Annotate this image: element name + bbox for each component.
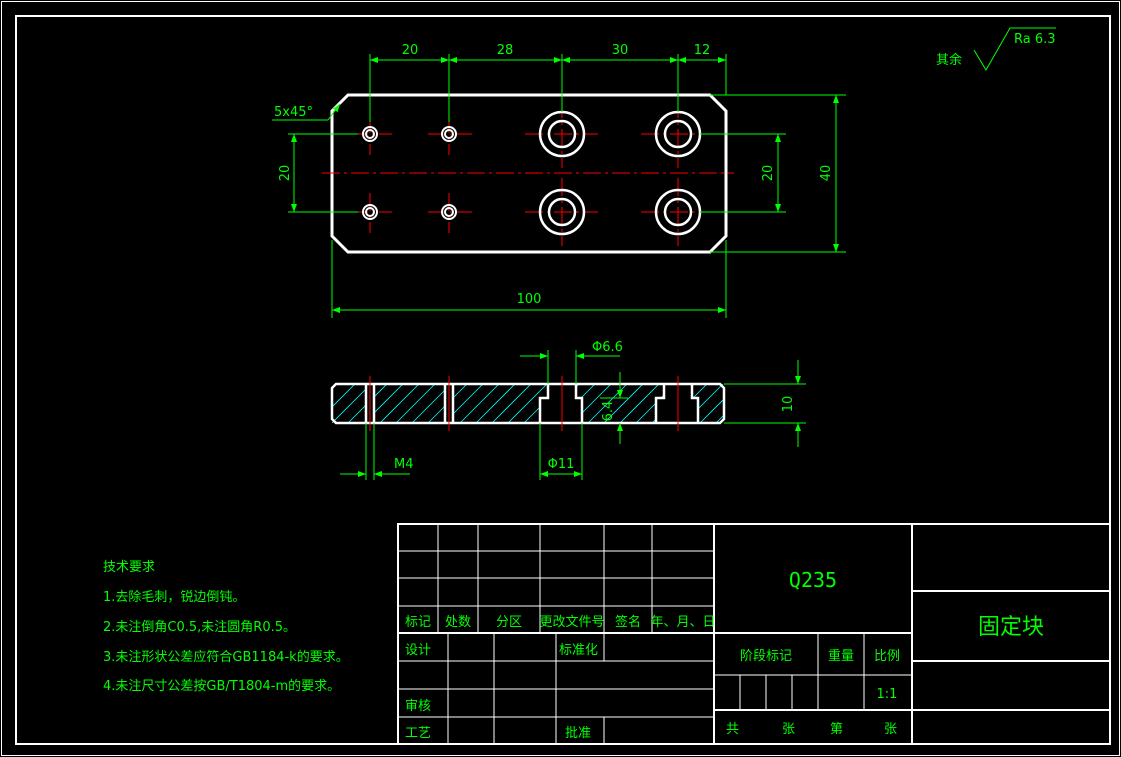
title-block-frame [397,523,1111,745]
finish-prefix: 其余 [936,52,962,68]
tb-stage-mark: 阶段标记 [740,649,792,664]
section-centerlines [369,376,679,431]
dim-counterbore-depth: 6.4 [601,401,616,422]
tb-header-count: 处数 [445,615,471,630]
tb-header-zone: 分区 [496,615,522,630]
dim-counterbore-diameter: Φ11 [548,457,575,472]
tb-scale-label: 比例 [874,649,900,664]
dim-height: 40 [819,165,834,182]
tech-item-1: 1.去除毛刺，锐边倒钝。 [103,590,245,605]
surface-finish: 其余 Ra 6.3 [936,27,1056,71]
dim-thickness: 10 [781,396,796,413]
tech-item-3: 3.未注形状公差应符合GB1184-k的要求。 [103,649,349,665]
tb-sheet-num: 第 [830,722,843,737]
finish-value: Ra 6.3 [1014,32,1056,47]
tb-sheet-unit1: 张 [782,722,795,737]
dim-thread: M4 [394,457,414,472]
title-block-grid [398,524,912,744]
dim-top-3: 30 [612,43,629,58]
tb-sheet-total: 共 [726,722,739,737]
title-block: 标记 处数 分区 更改文件号 签名 年、月、日 设计 标准化 审核 工艺 批准 … [397,523,1111,745]
tb-material: Q235 [789,568,837,592]
tb-header-mark: 标记 [405,615,431,630]
dim-length: 100 [517,292,542,307]
dim-chamfer: 5x45° [274,105,313,120]
tech-title: 技术要求 [103,560,155,575]
tech-requirements: 技术要求 1.去除毛刺，锐边倒钝。 2.未注倒角C0.5,未注圆角R0.5。 3… [103,560,349,694]
dim-top-1: 20 [402,43,419,58]
tb-standardize: 标准化 [559,643,598,658]
dim-top-4: 12 [694,43,711,58]
top-view: 20 28 30 12 5x45° 20 20 40 100 [272,43,846,318]
tb-process: 工艺 [405,726,431,741]
tb-sheet-unit2: 张 [884,722,897,737]
tb-header-sign: 签名 [615,614,641,630]
tb-design: 设计 [405,643,431,658]
tb-part-name: 固定块 [978,615,1044,640]
section-view: Φ6.6 6.4 10 M4 Φ11 [330,340,806,480]
dimension-lines [272,54,846,318]
tb-weight: 重量 [828,648,854,664]
dim-left-spacing: 20 [278,165,293,182]
tb-approve: 批准 [565,726,591,741]
dim-hole-diameter: Φ6.6 [592,340,623,355]
tb-scale: 1:1 [877,687,898,702]
tech-item-2: 2.未注倒角C0.5,未注圆角R0.5。 [103,620,296,635]
m4-holes [362,126,457,220]
tb-review: 审核 [405,699,431,714]
dim-right-spacing: 20 [761,165,776,182]
tech-item-4: 4.未注尺寸公差按GB/T1804-m的要求。 [103,678,340,694]
dim-top-2: 28 [497,43,514,58]
roughness-symbol [973,27,1056,71]
tb-header-date: 年、月、日 [650,615,715,630]
section-dimension-lines [340,350,806,480]
tb-header-doc: 更改文件号 [539,615,604,630]
section-outline [330,382,726,425]
